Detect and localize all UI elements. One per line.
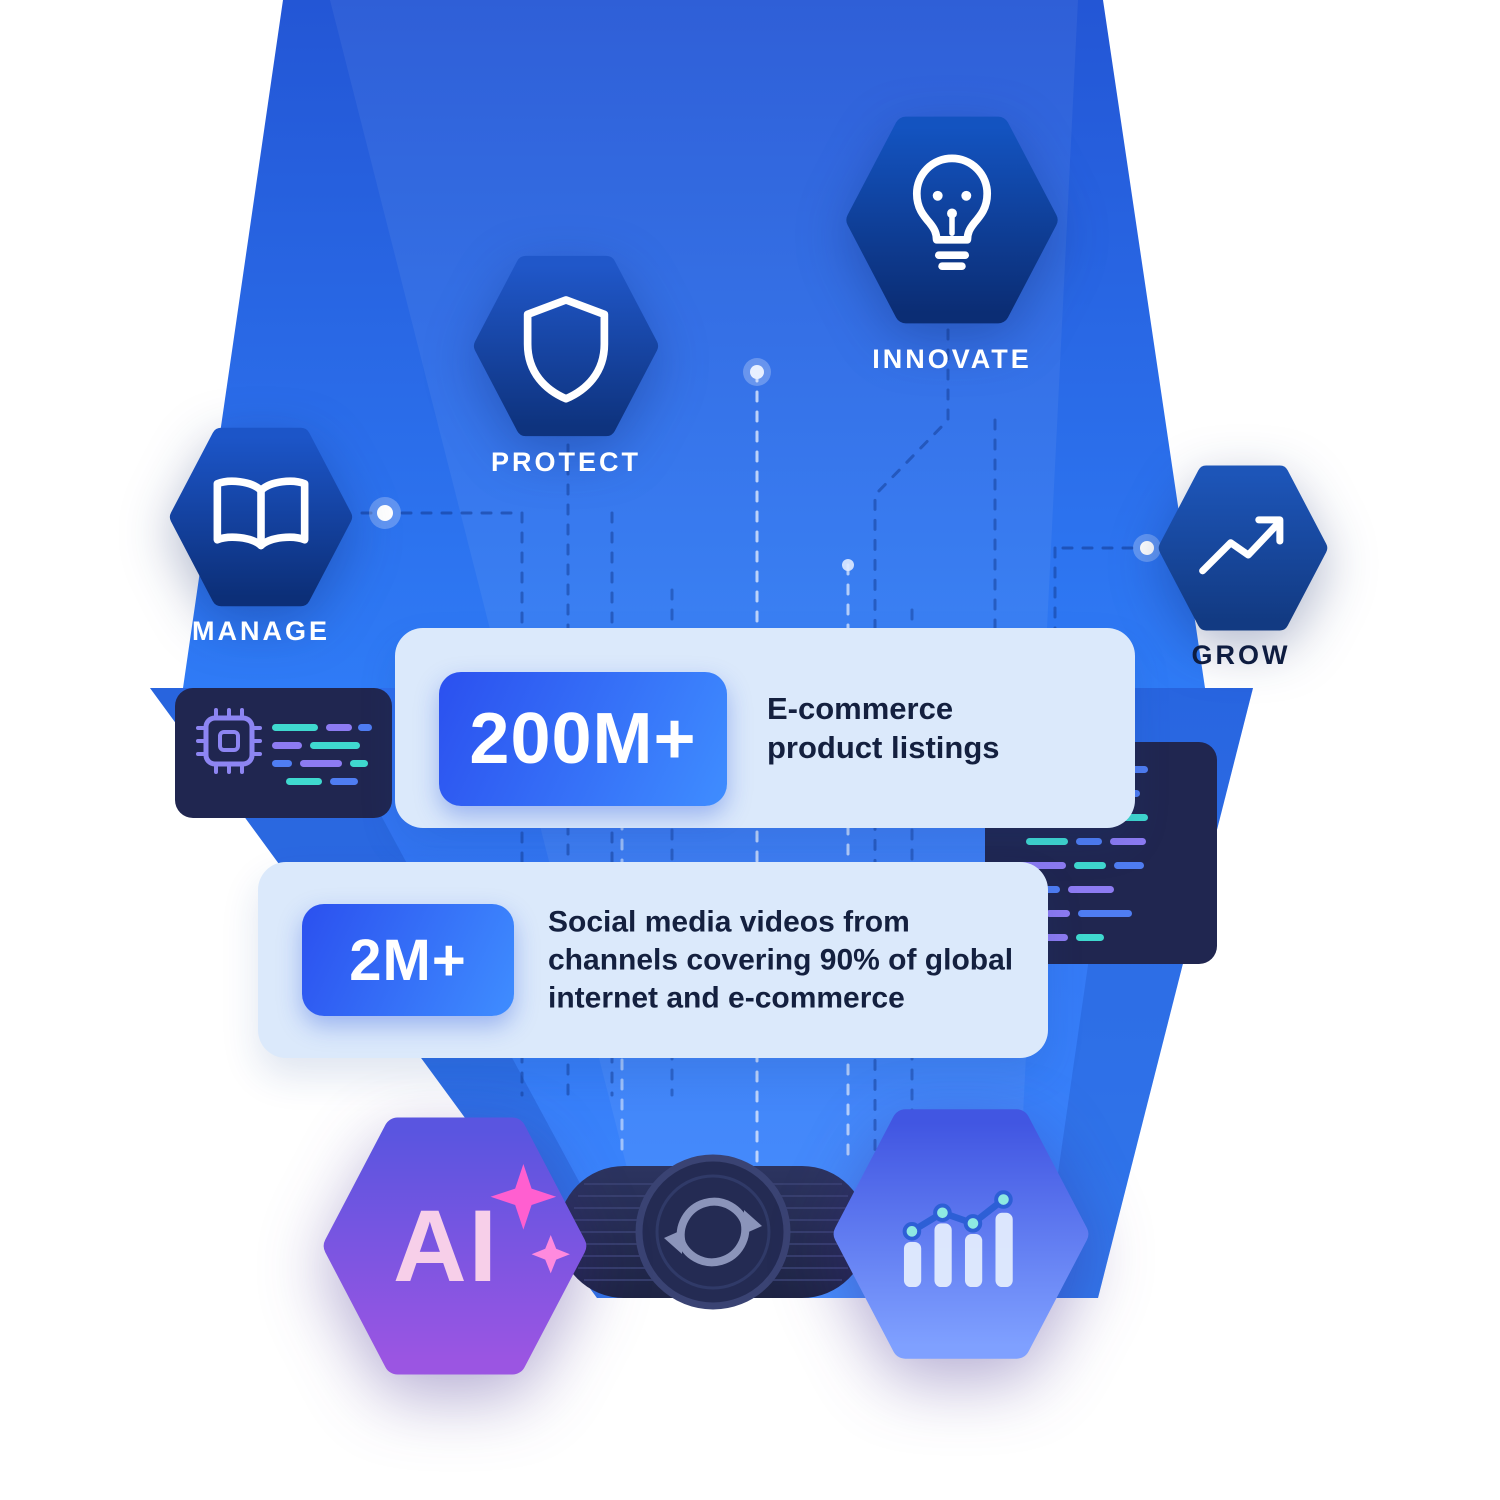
ai-badge-hexagon <box>323 1117 587 1375</box>
circuit-node-dots <box>369 358 1161 571</box>
stat-card-social-videos: 2M+ Social media videos from channels co… <box>258 862 1048 1058</box>
protect-hexagon <box>473 255 659 437</box>
sparkle-icon <box>490 1163 570 1274</box>
grow-label: GROW <box>1191 640 1291 670</box>
grow-hexagon <box>1158 465 1328 631</box>
stat-value-badge: 2M+ <box>302 904 514 1016</box>
trend-up-arrow-icon <box>1199 516 1284 575</box>
manage-hexagon <box>169 427 353 607</box>
innovate-hexagon <box>846 116 1058 324</box>
sync-button-ring <box>655 1174 771 1290</box>
innovate-label: INNOVATE <box>872 344 1032 374</box>
lightbulb-icon <box>912 154 992 271</box>
stat-description: E-commerce product listings <box>767 690 1000 765</box>
bar-chart-icon <box>902 1190 1013 1288</box>
stat-description: Social media videos from channels coveri… <box>548 905 1014 1014</box>
protect-label: PROTECT <box>490 447 641 477</box>
bar-chart-hexagon <box>833 1109 1089 1359</box>
shield-icon <box>523 296 609 403</box>
stat-card-product-listings: 200M+ E-commerce product listings <box>395 628 1135 828</box>
connector-pill <box>558 1154 868 1310</box>
sync-button <box>635 1154 791 1310</box>
stat-value-badge: 200M+ <box>439 672 727 806</box>
manage-label: MANAGE <box>192 616 330 646</box>
code-panel-left <box>175 688 392 818</box>
ai-label: AI <box>393 1188 499 1303</box>
open-book-icon <box>213 477 309 550</box>
cpu-chip-icon <box>196 708 262 774</box>
code-lines-left <box>272 724 372 785</box>
sync-icon <box>664 1197 762 1267</box>
